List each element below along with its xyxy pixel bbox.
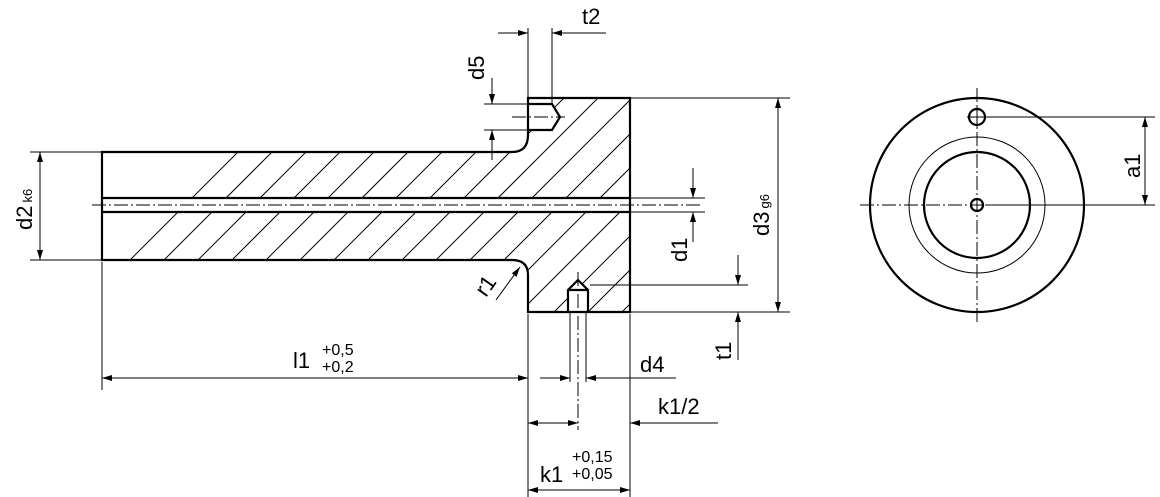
label-d1: d1 — [667, 238, 692, 262]
label-k1: k1 — [540, 462, 563, 487]
dimensions — [30, 28, 1155, 497]
hatch-line — [876, 90, 1116, 330]
label-l1-tol-lower: +0,2 — [322, 359, 354, 376]
hatch-line — [603, 98, 630, 312]
label-t1: t1 — [711, 342, 736, 360]
section-view — [92, 90, 1116, 430]
label-d3: d3g6 — [749, 194, 774, 236]
label-r1: r1 — [470, 271, 502, 301]
end-view — [860, 88, 1095, 322]
hatch-line — [569, 98, 630, 312]
label-d5: d5 — [464, 56, 489, 80]
hatch-line — [638, 90, 878, 330]
hatch-line — [672, 90, 912, 330]
hatch-line — [706, 90, 946, 330]
label-k1-half: k1/2 — [658, 394, 700, 419]
label-d2: d2k6 — [12, 189, 37, 230]
label-t2: t2 — [582, 4, 600, 29]
inner-circle — [922, 150, 1032, 260]
label-k1-tol-upper: +0,15 — [572, 449, 613, 466]
hatch-line — [808, 90, 1048, 330]
hatch-line — [842, 90, 1082, 330]
label-a1: a1 — [1120, 154, 1145, 178]
label-l1: l1 — [293, 348, 310, 373]
hatch-line — [740, 90, 980, 330]
label-k1-tol-lower: +0,05 — [572, 466, 613, 483]
label-l1-tol-upper: +0,5 — [322, 342, 354, 359]
label-d4: d4 — [640, 352, 664, 377]
